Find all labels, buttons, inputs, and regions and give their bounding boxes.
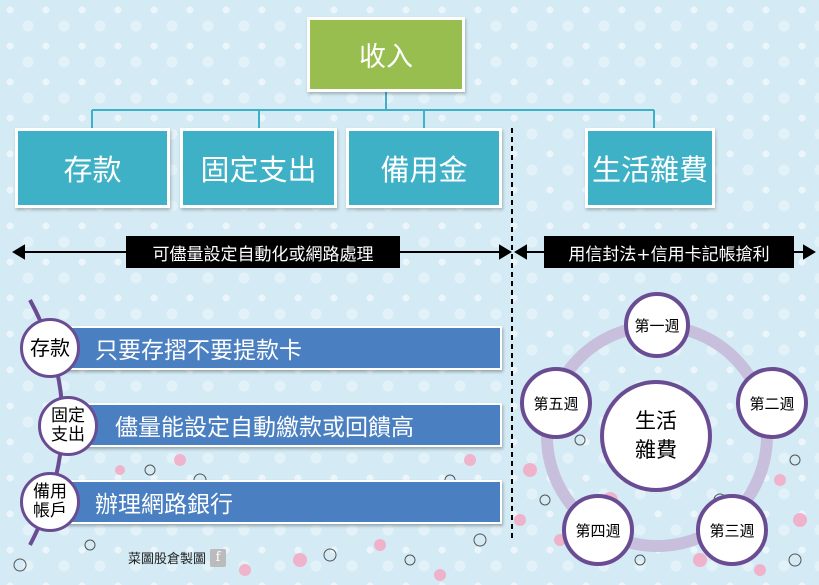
tree-connectors	[91, 92, 655, 128]
week-4-node: 第四週	[562, 494, 634, 566]
week-3-node: 第三週	[696, 494, 768, 566]
left-arrow-label: 可儘量設定自動化或網路處理	[126, 236, 400, 268]
row-reserve-bar: 辦理網路銀行	[55, 480, 502, 524]
credit-watermark: 菜圖股倉製圖 f	[128, 548, 227, 567]
income-node: 收入	[307, 17, 465, 92]
right-arrow-label: 用信封法+信用卡記帳搶利	[544, 236, 794, 268]
fixed-expense-node: 固定支出	[180, 128, 337, 208]
week-5-node: 第五週	[520, 367, 592, 439]
row-reserve-tag-line2: 帳戶	[33, 501, 67, 521]
row-savings-tag: 存款	[20, 318, 80, 378]
row-fixed-tag: 固定 支出	[38, 396, 98, 456]
row-reserve-tag: 備用 帳戶	[20, 472, 80, 532]
row-fixed-text: 儘量能設定自動繳款或回饋高	[115, 415, 414, 441]
row-fixed-tag-line1: 固定	[51, 406, 85, 427]
reserve-fund-node: 備用金	[346, 128, 502, 208]
row-fixed-tag-line2: 支出	[51, 425, 85, 445]
row-savings-bar: 只要存摺不要提款卡	[55, 326, 502, 370]
row-savings-tag-text: 存款	[30, 336, 70, 360]
cycle-center-line2: 雜費	[635, 438, 677, 462]
row-fixed-bar: 儘量能設定自動繳款或回饋高	[55, 403, 502, 447]
row-savings-text: 只要存摺不要提款卡	[95, 338, 302, 364]
cycle-center-line1: 生活	[635, 408, 677, 433]
cherry-blossom-decor	[13, 434, 807, 581]
week-2-node: 第二週	[736, 367, 808, 439]
facebook-icon: f	[210, 548, 227, 567]
week-1-node: 第一週	[624, 292, 690, 358]
row-reserve-tag-line1: 備用	[33, 482, 67, 503]
living-expense-node: 生活雜費	[585, 128, 715, 208]
row-reserve-text: 辦理網路銀行	[95, 492, 233, 518]
credit-text: 菜圖股倉製圖	[128, 552, 207, 567]
savings-node: 存款	[15, 128, 170, 208]
cycle-center-node: 生活 雜費	[600, 380, 712, 492]
